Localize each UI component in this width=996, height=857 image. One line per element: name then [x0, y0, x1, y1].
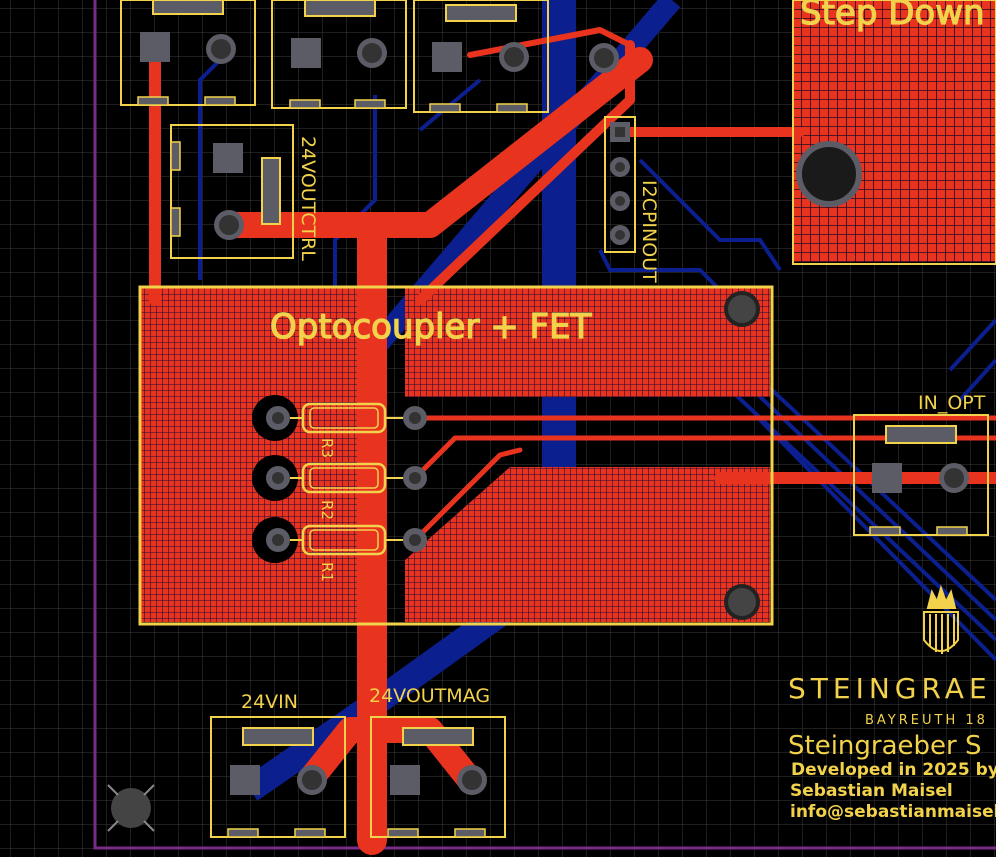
label-i2cpinout: I2CPINOUT [638, 180, 660, 283]
board-outline [93, 0, 996, 850]
label-24voutmag: 24VOUTMAG [369, 685, 490, 707]
brand-name: STEINGRAE [788, 672, 992, 705]
resistor-r1[interactable] [252, 517, 427, 563]
mounting-hole-icon [724, 584, 760, 620]
step-down-pour [793, 0, 996, 262]
author-name: Sebastian Maisel [790, 781, 953, 801]
label-r2: R2 [318, 500, 336, 520]
label-optocoupler-fet: Optocoupler + FET [270, 307, 592, 347]
connector-top-2[interactable] [271, 0, 407, 109]
resistor-r2[interactable] [252, 455, 427, 501]
optocoupler-fet-outline [138, 285, 774, 626]
step-down-mounting-hole-icon [796, 141, 862, 207]
header-i2c[interactable] [604, 116, 636, 253]
step-down-outline [792, 0, 996, 265]
brand-city: BAYREUTH 18 [865, 713, 988, 728]
project-title: Steingraeber S [788, 731, 981, 761]
optocoupler-pour-left [140, 287, 365, 622]
label-in-opt: IN_OPT [918, 392, 986, 414]
steingraeber-crown-crest-icon [923, 584, 959, 654]
label-r3: R3 [318, 438, 336, 458]
mounting-hole-icon [107, 784, 155, 832]
label-r1: R1 [318, 562, 336, 582]
optocoupler-pour-right-top [405, 287, 770, 397]
label-24voutctrl: 24VOUTCTRL [297, 136, 319, 261]
connector-24voutctrl[interactable] [170, 124, 294, 259]
author-email: info@sebastianmaisel [790, 802, 996, 822]
label-24vin: 24VIN [241, 691, 298, 713]
connector-24vin[interactable] [210, 716, 346, 838]
label-step-down: Step Down [800, 0, 985, 33]
connector-24voutmag[interactable] [370, 716, 506, 838]
mounting-hole-icon [724, 291, 760, 327]
via-large-hole [594, 48, 614, 68]
optocoupler-pour-right-bottom [405, 467, 770, 622]
resistor-r3[interactable] [252, 395, 427, 441]
developed-line: Developed in 2025 by [791, 760, 996, 780]
connector-top-3[interactable] [413, 0, 549, 113]
connector-top-1[interactable] [120, 0, 256, 106]
connector-in-opt[interactable] [853, 414, 989, 536]
